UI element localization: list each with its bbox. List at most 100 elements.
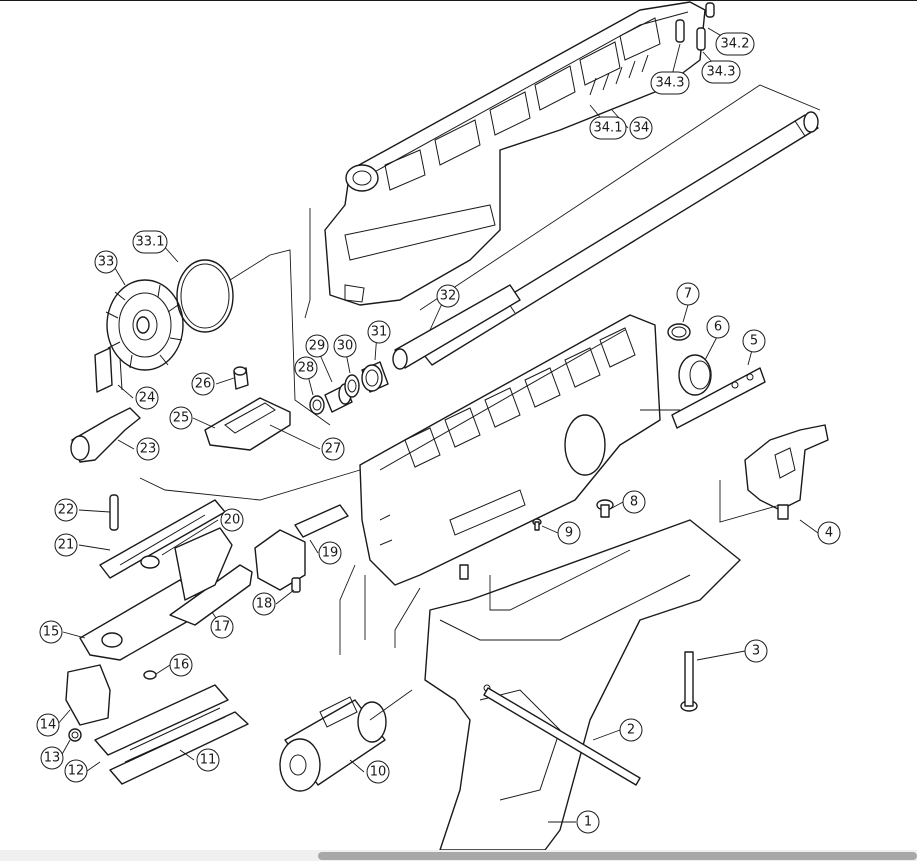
callout-34-1[interactable]: 34.1 xyxy=(589,116,627,140)
svg-text:17: 17 xyxy=(214,620,231,635)
part-seals xyxy=(309,361,389,415)
parts-artwork xyxy=(65,1,829,851)
svg-text:19: 19 xyxy=(322,546,339,561)
svg-text:34.3: 34.3 xyxy=(656,76,685,91)
svg-text:22: 22 xyxy=(58,503,75,518)
callout-15[interactable]: 15 xyxy=(39,620,63,644)
part-block-19 xyxy=(254,504,349,593)
svg-text:9: 9 xyxy=(565,526,573,541)
svg-text:32: 32 xyxy=(440,289,457,304)
callout-17[interactable]: 17 xyxy=(210,615,234,639)
svg-text:1: 1 xyxy=(584,815,592,830)
svg-text:14: 14 xyxy=(40,718,57,733)
callout-22[interactable]: 22 xyxy=(54,498,78,522)
callout-23[interactable]: 23 xyxy=(136,437,160,461)
callout-31[interactable]: 31 xyxy=(367,320,391,344)
callout-34-3-right[interactable]: 34.3 xyxy=(701,60,741,84)
svg-text:15: 15 xyxy=(43,625,60,640)
svg-text:20: 20 xyxy=(224,513,241,528)
callout-30[interactable]: 30 xyxy=(333,334,357,358)
callout-5[interactable]: 5 xyxy=(742,329,766,353)
svg-text:3: 3 xyxy=(752,644,760,659)
callout-7[interactable]: 7 xyxy=(676,282,700,306)
svg-text:23: 23 xyxy=(140,442,157,457)
svg-text:16: 16 xyxy=(173,658,190,673)
callout-3[interactable]: 3 xyxy=(744,639,768,663)
svg-text:2: 2 xyxy=(627,723,635,738)
callout-27[interactable]: 27 xyxy=(321,437,345,461)
callout-8[interactable]: 8 xyxy=(622,490,646,514)
svg-text:4: 4 xyxy=(825,526,833,541)
callout-34-3-left[interactable]: 34.3 xyxy=(650,71,690,95)
callout-34-2[interactable]: 34.2 xyxy=(715,32,755,56)
svg-text:34.1: 34.1 xyxy=(594,121,623,136)
part-screws-8-9 xyxy=(532,499,614,531)
callout-13[interactable]: 13 xyxy=(40,746,64,770)
svg-text:31: 31 xyxy=(371,325,388,340)
part-block-25 xyxy=(204,366,291,451)
part-inner-barrel xyxy=(392,284,521,370)
svg-text:33.1: 33.1 xyxy=(136,235,165,250)
callout-11[interactable]: 11 xyxy=(196,748,220,772)
callout-24[interactable]: 24 xyxy=(135,386,159,410)
part-pin-2 xyxy=(483,687,641,786)
svg-text:5: 5 xyxy=(750,334,758,349)
callout-9[interactable]: 9 xyxy=(557,521,581,545)
callout-20[interactable]: 20 xyxy=(220,508,244,532)
svg-text:11: 11 xyxy=(200,753,217,768)
callout-18[interactable]: 18 xyxy=(252,592,276,616)
svg-text:25: 25 xyxy=(173,411,190,426)
callout-25[interactable]: 25 xyxy=(169,406,193,430)
part-motor-10 xyxy=(279,696,387,792)
part-pins-34 xyxy=(675,2,715,51)
callout-21[interactable]: 21 xyxy=(54,533,78,557)
part-slide xyxy=(324,1,706,306)
part-plate-15 xyxy=(79,499,226,680)
callout-6[interactable]: 6 xyxy=(706,315,730,339)
leader-lines xyxy=(56,27,821,823)
callout-4[interactable]: 4 xyxy=(817,521,841,545)
svg-text:34.2: 34.2 xyxy=(721,37,750,52)
svg-text:7: 7 xyxy=(684,287,692,302)
svg-text:34: 34 xyxy=(633,121,650,136)
callout-2[interactable]: 2 xyxy=(619,718,643,742)
callouts: 1 2 3 4 5 6 7 8 xyxy=(36,32,841,834)
horizontal-scrollbar-thumb[interactable] xyxy=(318,852,917,860)
svg-text:13: 13 xyxy=(44,751,61,766)
svg-text:34.3: 34.3 xyxy=(707,65,736,80)
top-border xyxy=(0,0,917,1)
callout-16[interactable]: 16 xyxy=(169,653,193,677)
svg-text:24: 24 xyxy=(139,391,156,406)
callout-1[interactable]: 1 xyxy=(576,810,600,834)
callout-12[interactable]: 12 xyxy=(64,759,88,783)
svg-text:27: 27 xyxy=(325,442,342,457)
svg-text:18: 18 xyxy=(256,597,273,612)
callout-10[interactable]: 10 xyxy=(366,760,390,784)
callout-26[interactable]: 26 xyxy=(191,372,215,396)
part-flat-bar-5 xyxy=(671,367,766,429)
svg-text:10: 10 xyxy=(370,765,387,780)
part-screw-3 xyxy=(680,651,698,712)
part-levers-17-20-22 xyxy=(109,494,253,626)
part-handle-23 xyxy=(70,347,141,463)
svg-text:30: 30 xyxy=(337,339,354,354)
callout-34[interactable]: 34 xyxy=(629,116,653,140)
callout-19[interactable]: 19 xyxy=(318,541,342,565)
callout-29[interactable]: 29 xyxy=(305,334,329,358)
svg-text:33: 33 xyxy=(98,255,115,270)
callout-33[interactable]: 33 xyxy=(94,250,118,274)
svg-text:12: 12 xyxy=(68,764,85,779)
callout-14[interactable]: 14 xyxy=(36,713,60,737)
part-frame xyxy=(359,314,661,586)
callout-33-1[interactable]: 33.1 xyxy=(132,230,168,254)
callout-32[interactable]: 32 xyxy=(436,284,460,308)
callout-28[interactable]: 28 xyxy=(294,356,318,380)
svg-text:21: 21 xyxy=(58,538,75,553)
part-trigger-assembly-4 xyxy=(744,424,829,520)
svg-text:6: 6 xyxy=(714,320,722,335)
part-rail-11-12 xyxy=(94,684,249,785)
part-roller-6 xyxy=(667,323,712,396)
part-14-13 xyxy=(65,664,111,742)
svg-text:28: 28 xyxy=(298,361,315,376)
